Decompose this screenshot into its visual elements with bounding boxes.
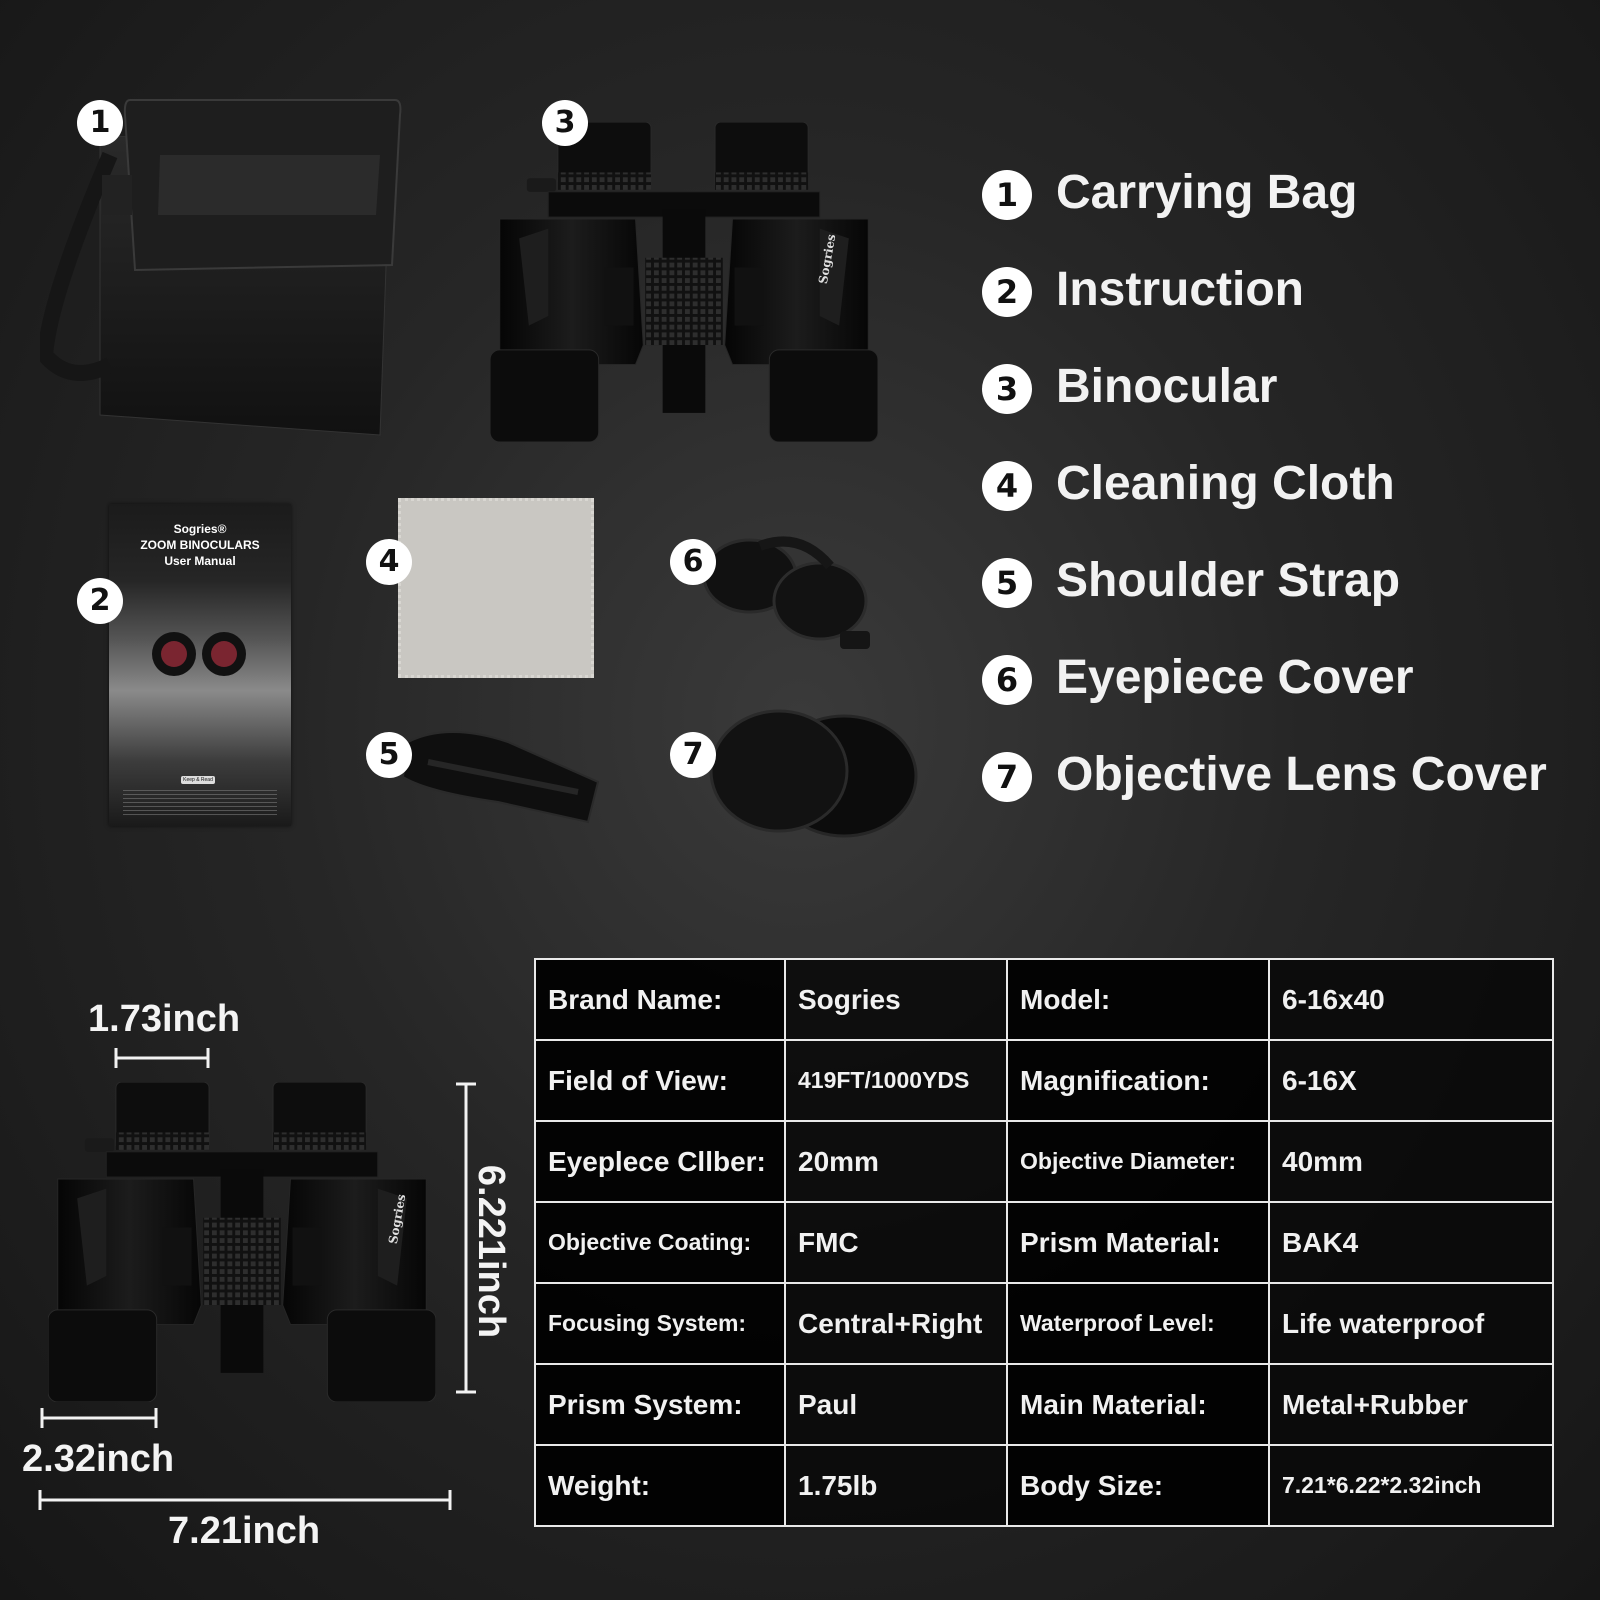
manual-keep-label: Keep & Read xyxy=(181,776,215,784)
dimension-eyepiece-width: 1.73inch xyxy=(88,998,241,1040)
spec-label: Objective Coating: xyxy=(534,1201,786,1284)
badge-objective: 7 xyxy=(670,732,716,778)
spec-label: Objective Diameter: xyxy=(1006,1120,1270,1203)
spec-value: FMC xyxy=(784,1201,1008,1284)
legend-label: Objective Lens Cover xyxy=(1056,748,1547,801)
legend-label: Binocular xyxy=(1056,360,1278,413)
table-row: Field of View: 419FT/1000YDS Magnificati… xyxy=(534,1039,1554,1122)
spec-label: Model: xyxy=(1006,958,1270,1041)
spec-value: 7.21*6.22*2.32inch xyxy=(1268,1444,1554,1527)
user-manual-image: Sogries® ZOOM BINOCULARS User Manual Kee… xyxy=(109,504,291,826)
legend-number: 5 xyxy=(982,558,1032,608)
legend-number: 4 xyxy=(982,461,1032,511)
table-row: Weight: 1.75lb Body Size: 7.21*6.22*2.32… xyxy=(534,1444,1554,1527)
legend-item-objective-lens-cover: 7 Objective Lens Cover xyxy=(982,745,1582,805)
manual-title: ZOOM BINOCULARS xyxy=(140,538,260,552)
legend-label: Eyepiece Cover xyxy=(1056,651,1414,704)
dimension-depth: 2.32inch xyxy=(22,1438,175,1480)
eyepiece-cover-image xyxy=(702,536,870,649)
legend-label: Cleaning Cloth xyxy=(1056,457,1395,510)
table-row: Eyeplece Cllber: 20mm Objective Diameter… xyxy=(534,1120,1554,1203)
legend-item-instruction: 2 Instruction xyxy=(982,260,1582,320)
legend-label: Instruction xyxy=(1056,263,1304,316)
carrying-bag-image xyxy=(40,99,402,436)
table-row: Brand Name: Sogries Model: 6-16x40 xyxy=(534,958,1554,1041)
spec-value: Life waterproof xyxy=(1268,1282,1554,1365)
spec-label: Prism Material: xyxy=(1006,1201,1270,1284)
badge-eyepiece: 6 xyxy=(670,539,716,585)
spec-value: 6-16X xyxy=(1268,1039,1554,1122)
manual-photo-binocular-icon xyxy=(152,632,246,676)
badge-bag: 1 xyxy=(77,100,123,146)
spec-label: Prism System: xyxy=(534,1363,786,1446)
spec-label: Waterproof Level: xyxy=(1006,1282,1270,1365)
objective-lens-cover-image xyxy=(709,709,918,838)
specifications-table: Brand Name: Sogries Model: 6-16x40 Field… xyxy=(534,958,1554,1527)
cleaning-cloth-image xyxy=(398,498,594,678)
legend-number: 6 xyxy=(982,655,1032,705)
shoulder-strap-image xyxy=(401,731,600,824)
manual-subtitle: User Manual xyxy=(164,554,236,568)
table-row: Focusing System: Central+Right Waterproo… xyxy=(534,1282,1554,1365)
legend-number: 1 xyxy=(982,170,1032,220)
spec-label: Magnification: xyxy=(1006,1039,1270,1122)
spec-value: 6-16x40 xyxy=(1268,958,1554,1041)
dimension-width: 7.21inch xyxy=(168,1510,321,1552)
spec-value: Metal+Rubber xyxy=(1268,1363,1554,1446)
badge-strap: 5 xyxy=(366,732,412,778)
spec-value: Sogries xyxy=(784,958,1008,1041)
legend-number: 3 xyxy=(982,364,1032,414)
legend-label: Shoulder Strap xyxy=(1056,554,1401,607)
legend-number: 7 xyxy=(982,752,1032,802)
spec-label: Weight: xyxy=(534,1444,786,1527)
legend-item-carrying-bag: 1 Carrying Bag xyxy=(982,163,1582,223)
legend-item-binocular: 3 Binocular xyxy=(982,357,1582,417)
spec-label: Field of View: xyxy=(534,1039,786,1122)
badge-cloth: 4 xyxy=(366,539,412,585)
dimension-lines xyxy=(38,1048,476,1510)
spec-value: 1.75lb xyxy=(784,1444,1008,1527)
spec-label: Focusing System: xyxy=(534,1282,786,1365)
spec-label: Brand Name: xyxy=(534,958,786,1041)
legend-item-eyepiece-cover: 6 Eyepiece Cover xyxy=(982,648,1582,708)
spec-value: Central+Right xyxy=(784,1282,1008,1365)
spec-value: 419FT/1000YDS xyxy=(784,1039,1008,1122)
spec-value: 40mm xyxy=(1268,1120,1554,1203)
spec-label: Main Material: xyxy=(1006,1363,1270,1446)
legend-label: Carrying Bag xyxy=(1056,166,1358,219)
badge-manual: 2 xyxy=(77,578,123,624)
legend-number: 2 xyxy=(982,267,1032,317)
spec-label: Body Size: xyxy=(1006,1444,1270,1527)
table-row: Prism System: Paul Main Material: Metal+… xyxy=(534,1363,1554,1446)
spec-value: 20mm xyxy=(784,1120,1008,1203)
manual-brand: Sogries® xyxy=(173,522,227,536)
spec-value: Paul xyxy=(784,1363,1008,1446)
manual-fine-print xyxy=(123,790,277,816)
spec-label: Eyeplece Cllber: xyxy=(534,1120,786,1203)
badge-binocular: 3 xyxy=(542,100,588,146)
spec-value: BAK4 xyxy=(1268,1201,1554,1284)
legend-item-cleaning-cloth: 4 Cleaning Cloth xyxy=(982,454,1582,514)
table-row: Objective Coating: FMC Prism Material: B… xyxy=(534,1201,1554,1284)
legend-item-shoulder-strap: 5 Shoulder Strap xyxy=(982,551,1582,611)
dimension-height: 6.221inch xyxy=(470,1164,513,1339)
